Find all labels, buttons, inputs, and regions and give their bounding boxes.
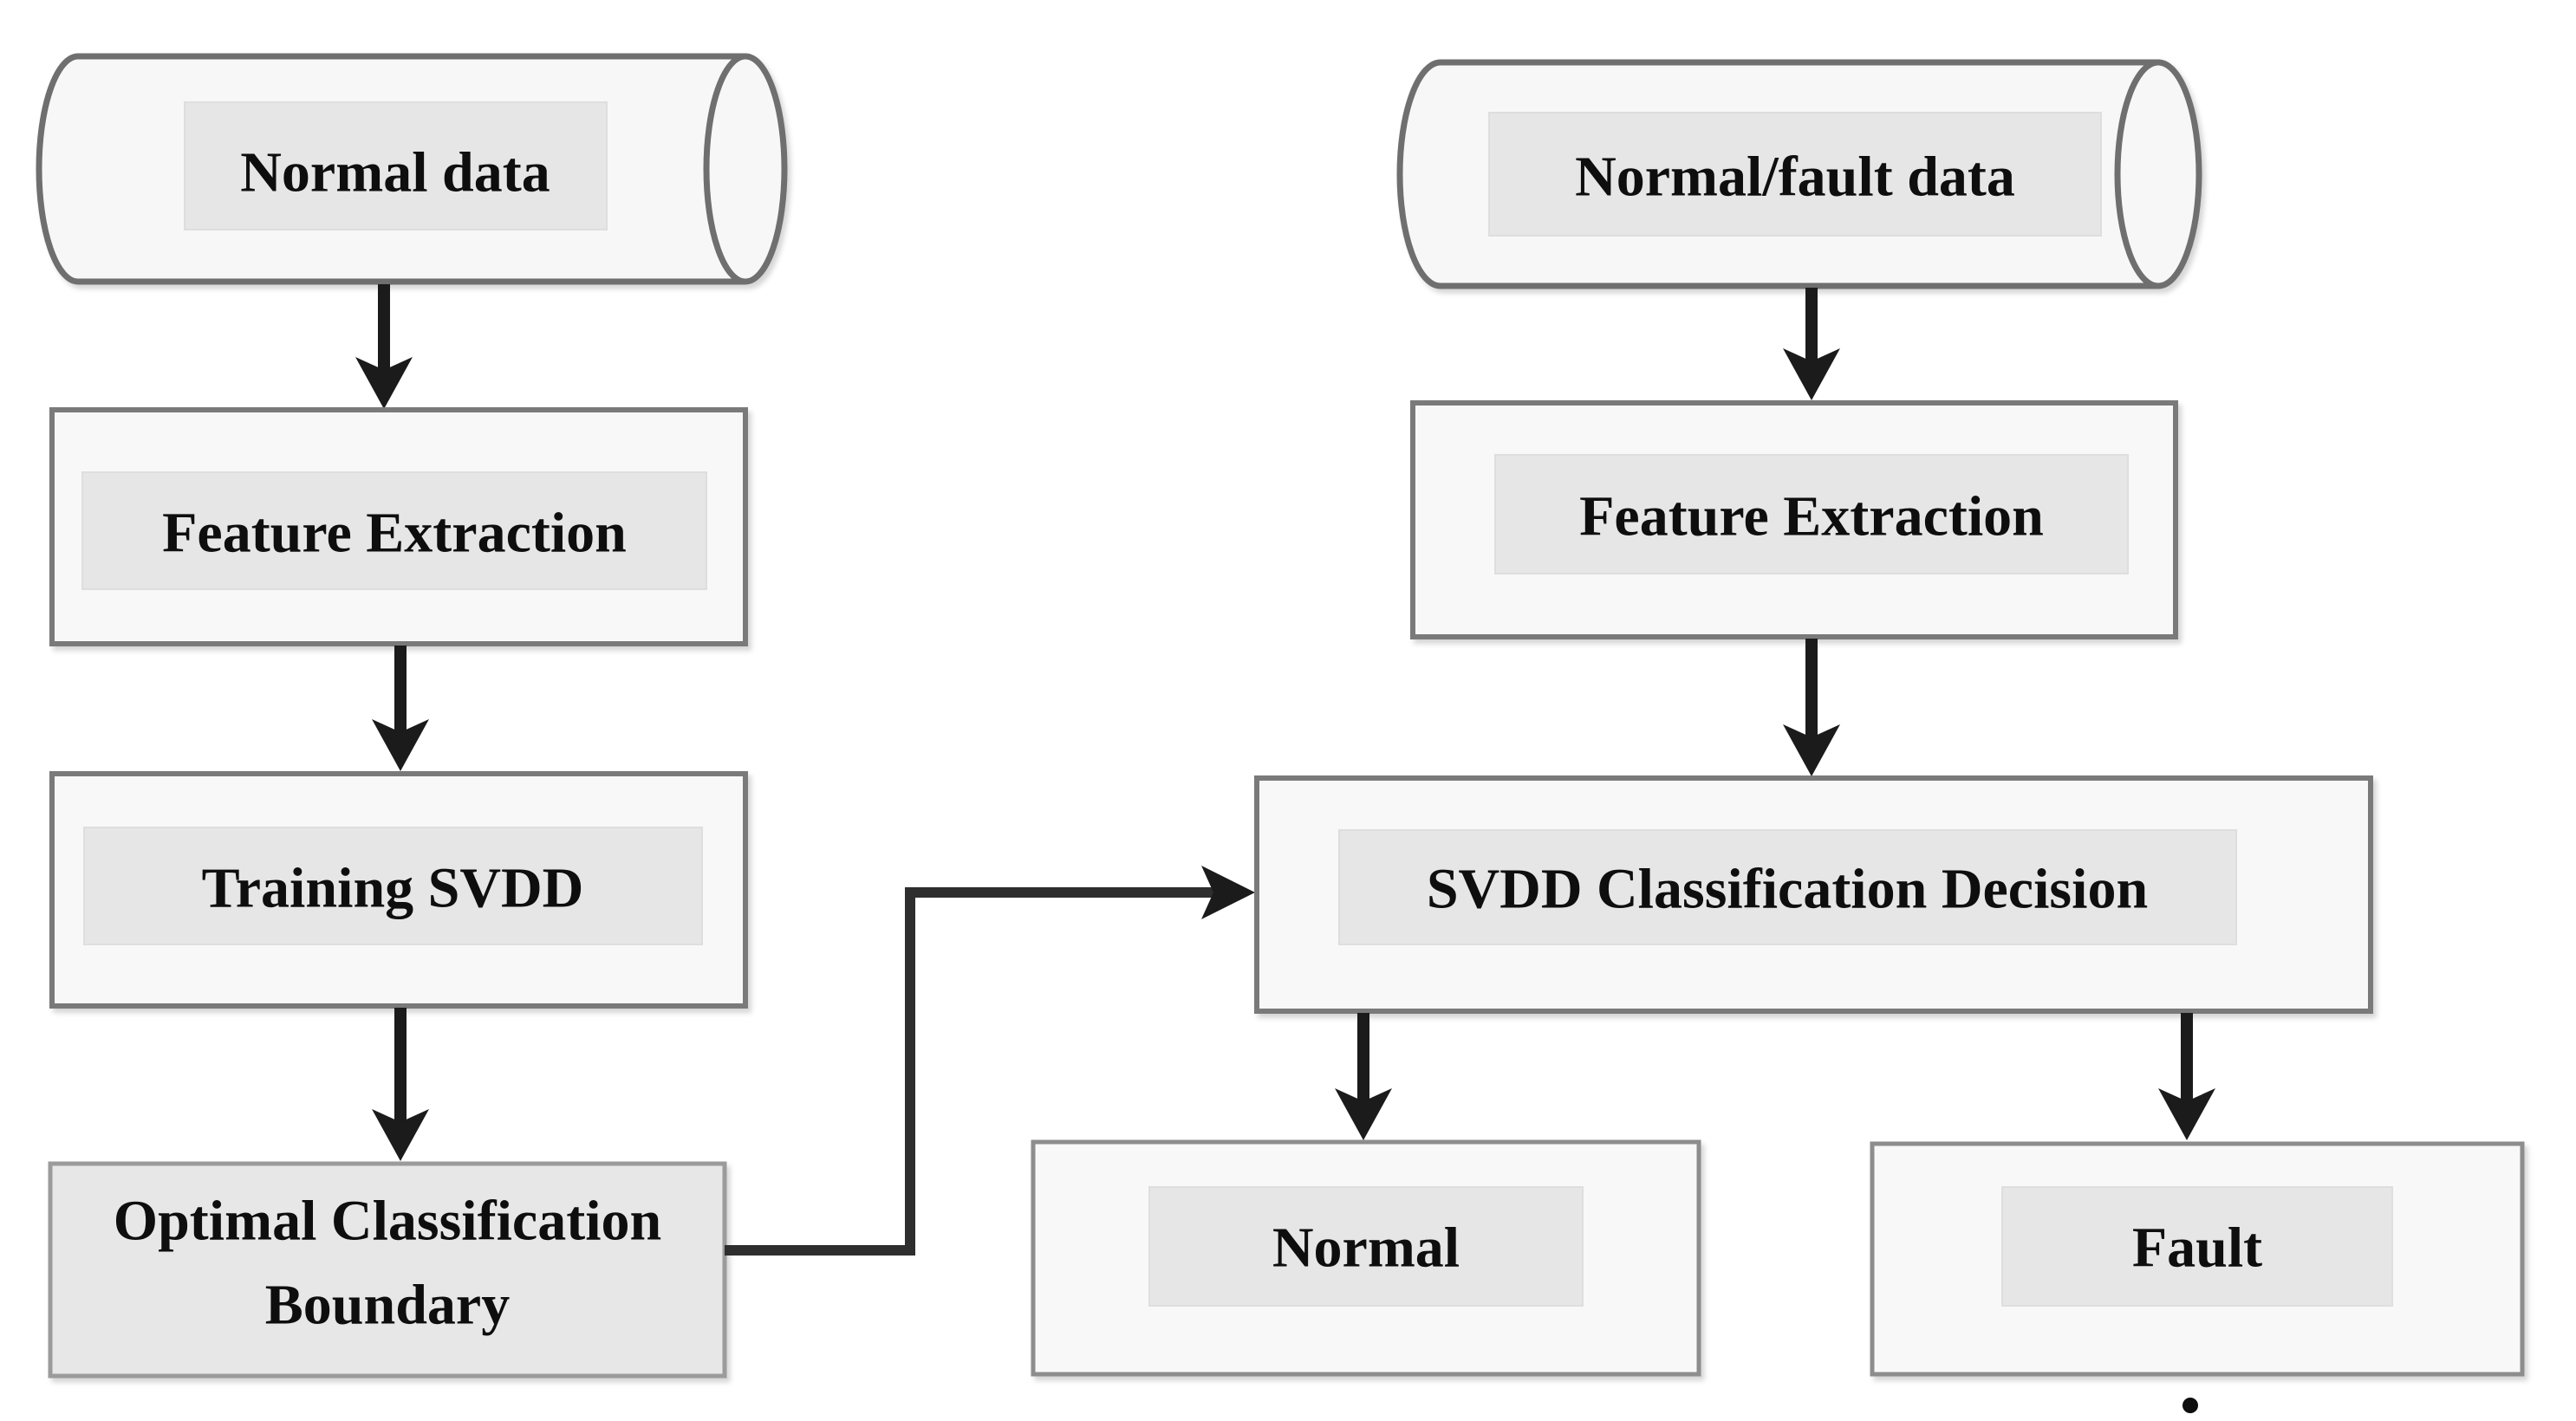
arrow-svdd-decision-to-fault [2158,1013,2215,1140]
arrow-stem [2181,1013,2193,1101]
arrow-head [372,1109,429,1161]
process-box [48,1161,727,1379]
arrow-head [1783,724,1840,776]
node-label-bg [184,101,608,230]
arrow-stem [394,646,407,732]
arrow-stem [1805,639,1818,737]
arrow-feature-extraction-to-training-svdd [372,646,429,771]
arrow-stem [378,284,390,371]
node-label: Feature Extraction [1579,485,2044,548]
cylinder-rim [703,53,746,285]
arrow-training-svdd-to-optimal-boundary [372,1008,429,1161]
node-label-bg [83,827,703,945]
node-optimal-boundary: Optimal Classification Boundary [48,1161,727,1379]
node-normal-data: Normal data [36,53,788,285]
connector-optimal-boundary-to-svdd-decision [725,866,1255,1256]
result-box [1870,1141,2525,1377]
arrow-stem [394,1008,407,1122]
node-svdd-decision: SVDD Classification Decision [1254,775,2373,1014]
node-feature-extraction-right: Feature Extraction [1410,400,2178,639]
cylinder-rim [2114,59,2159,289]
node-label: Normal data [240,141,550,204]
node-label: Normal/fault data [1575,146,2015,209]
arrow-head [1201,866,1255,919]
node-label-bg [2001,1186,2393,1307]
arrow-head [372,719,429,771]
node-label: Training SVDD [202,857,584,920]
node-normal-fault-data: Normal/fault data [1396,59,2202,289]
arrow-head [2158,1088,2215,1140]
arrow-stem [1357,1013,1369,1101]
arrow-head [1783,348,1840,400]
arrow-head [355,357,413,409]
node-training-svdd: Training SVDD [49,771,748,1009]
arrow-feature-extraction-to-svdd-decision [1783,639,1840,776]
stray-dot [2182,1398,2198,1413]
node-label-line1: Optimal Classification [114,1190,662,1253]
arrow-normal-fault-data-to-feature-extraction [1783,288,1840,400]
node-label: SVDD Classification Decision [1427,858,2148,921]
node-label-bg [1338,829,2237,945]
node-label-bg [1488,112,2102,237]
node-label-bg [81,471,707,590]
arrow-head [1335,1088,1392,1140]
node-normal-result: Normal [1031,1139,1701,1377]
node-feature-extraction-left: Feature Extraction [49,407,748,646]
arrow-svdd-decision-to-normal [1335,1013,1392,1140]
connector-line [725,887,1213,1256]
node-label: Normal [1272,1217,1460,1280]
node-label-line2: Boundary [265,1274,510,1337]
node-label: Feature Extraction [162,502,627,565]
arrow-normal-data-to-feature-extraction [355,284,413,409]
node-label-bg [1148,1186,1584,1307]
node-label: Fault [2132,1217,2262,1280]
arrow-stem [1805,288,1818,361]
node-fault-result: Fault [1870,1141,2525,1377]
node-label-bg [1494,454,2129,574]
